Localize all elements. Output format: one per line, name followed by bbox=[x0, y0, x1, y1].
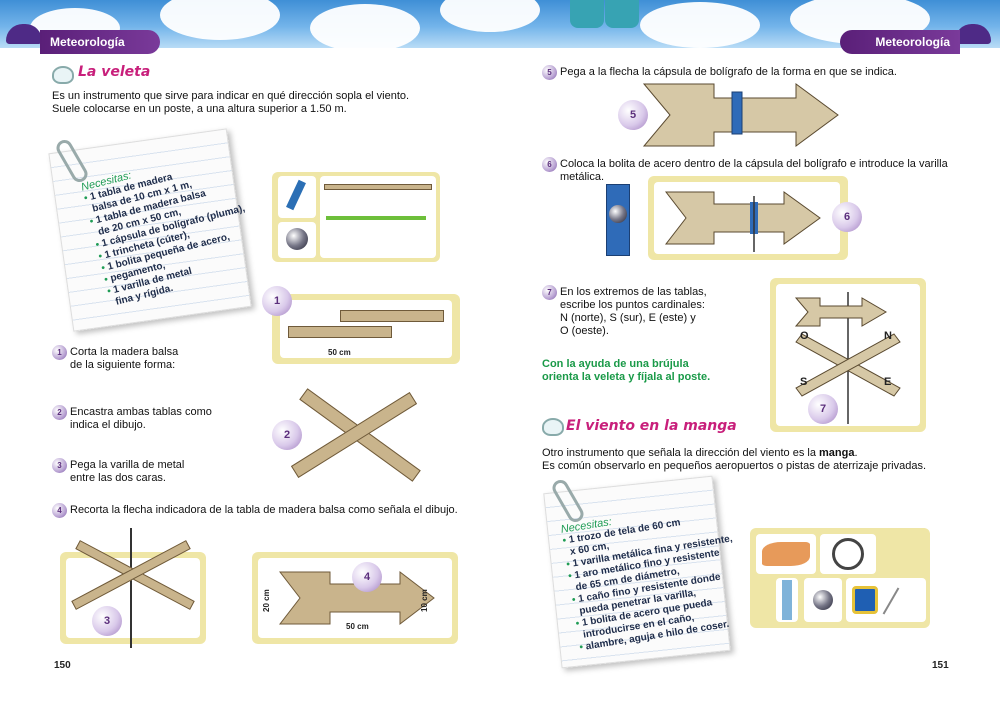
figure-1-cut-boards bbox=[280, 300, 452, 358]
needs-list-manga: Necesitas: • 1 trozo de tela de 60 cm x … bbox=[560, 498, 747, 655]
cardinal-o: O bbox=[800, 330, 809, 342]
page-number-left: 150 bbox=[54, 660, 71, 671]
intro-line-1: Es un instrumento que sirve para indicar… bbox=[52, 90, 410, 102]
step-1-badge: 1 bbox=[52, 345, 67, 360]
metal-ring-image bbox=[820, 534, 876, 574]
flask-icon bbox=[542, 418, 564, 436]
tube-image bbox=[776, 578, 798, 622]
figure-7-number: 7 bbox=[808, 394, 838, 424]
boots-image bbox=[570, 0, 604, 28]
step-7-badge: 7 bbox=[542, 285, 557, 300]
section-tab-right: Meteorología bbox=[840, 30, 960, 54]
cardinal-e: E bbox=[884, 376, 892, 388]
figure-1-dimension: 50 cm bbox=[328, 348, 351, 357]
intro-manga-line-1: Otro instrumento que señala la dirección… bbox=[542, 447, 858, 459]
step-3-badge: 3 bbox=[52, 458, 67, 473]
header-sky-banner bbox=[0, 0, 1000, 48]
figure-6-number: 6 bbox=[832, 202, 862, 232]
thread-needle-image bbox=[846, 578, 926, 622]
figure-4-arrow-cutout bbox=[258, 558, 452, 638]
intro-manga-line-2: Es común observarlo en pequeños aeropuer… bbox=[542, 460, 927, 472]
figure-3-number: 3 bbox=[92, 606, 122, 636]
intro-line-2: Suele colocarse en un poste, a una altur… bbox=[52, 103, 347, 115]
step-2-badge: 2 bbox=[52, 405, 67, 420]
figure-4-number: 4 bbox=[352, 562, 382, 592]
cutter-image bbox=[278, 176, 316, 218]
step-4-text: Recorta la flecha indicadora de la tabla… bbox=[70, 504, 458, 516]
figure-7-weathervane: N O S E bbox=[776, 284, 920, 426]
step-6-text: Coloca la bolita de acero dentro de la c… bbox=[560, 158, 948, 183]
figure-1-number: 1 bbox=[262, 286, 292, 316]
figure-4-width: 50 cm bbox=[346, 622, 369, 631]
step-4-badge: 4 bbox=[52, 503, 67, 518]
cardinal-s: S bbox=[800, 376, 808, 388]
fabric-image bbox=[756, 534, 816, 574]
pen-capsule-image bbox=[606, 184, 630, 256]
section-title-veleta: La veleta bbox=[78, 64, 151, 80]
cardinal-n: N bbox=[884, 330, 892, 342]
boards-image bbox=[320, 176, 436, 258]
section-title-manga: El viento en la manga bbox=[566, 418, 737, 434]
figure-5-number: 5 bbox=[618, 100, 648, 130]
step-6-badge: 6 bbox=[542, 157, 557, 172]
metal-rod bbox=[130, 528, 132, 648]
steel-ball-image bbox=[804, 578, 842, 622]
steel-ball-image bbox=[278, 222, 316, 258]
step-5-text: Pega a la flecha la cápsula de bolígrafo… bbox=[560, 66, 897, 78]
boots-image-2 bbox=[605, 0, 639, 28]
flask-icon bbox=[52, 66, 74, 84]
figure-4-height-right: 10 cm bbox=[420, 589, 429, 612]
page-number-right: 151 bbox=[932, 660, 949, 671]
figure-2-number: 2 bbox=[272, 420, 302, 450]
umbrella-icon-right bbox=[955, 24, 991, 44]
figure-6-arrow-rod bbox=[654, 182, 840, 254]
step-5-badge: 5 bbox=[542, 65, 557, 80]
figure-4-height-left: 20 cm bbox=[262, 589, 271, 612]
section-tab-left: Meteorología bbox=[40, 30, 160, 54]
umbrella-icon bbox=[6, 24, 42, 44]
step-7-text: En los extremos de las tablas,escribe lo… bbox=[560, 286, 707, 337]
